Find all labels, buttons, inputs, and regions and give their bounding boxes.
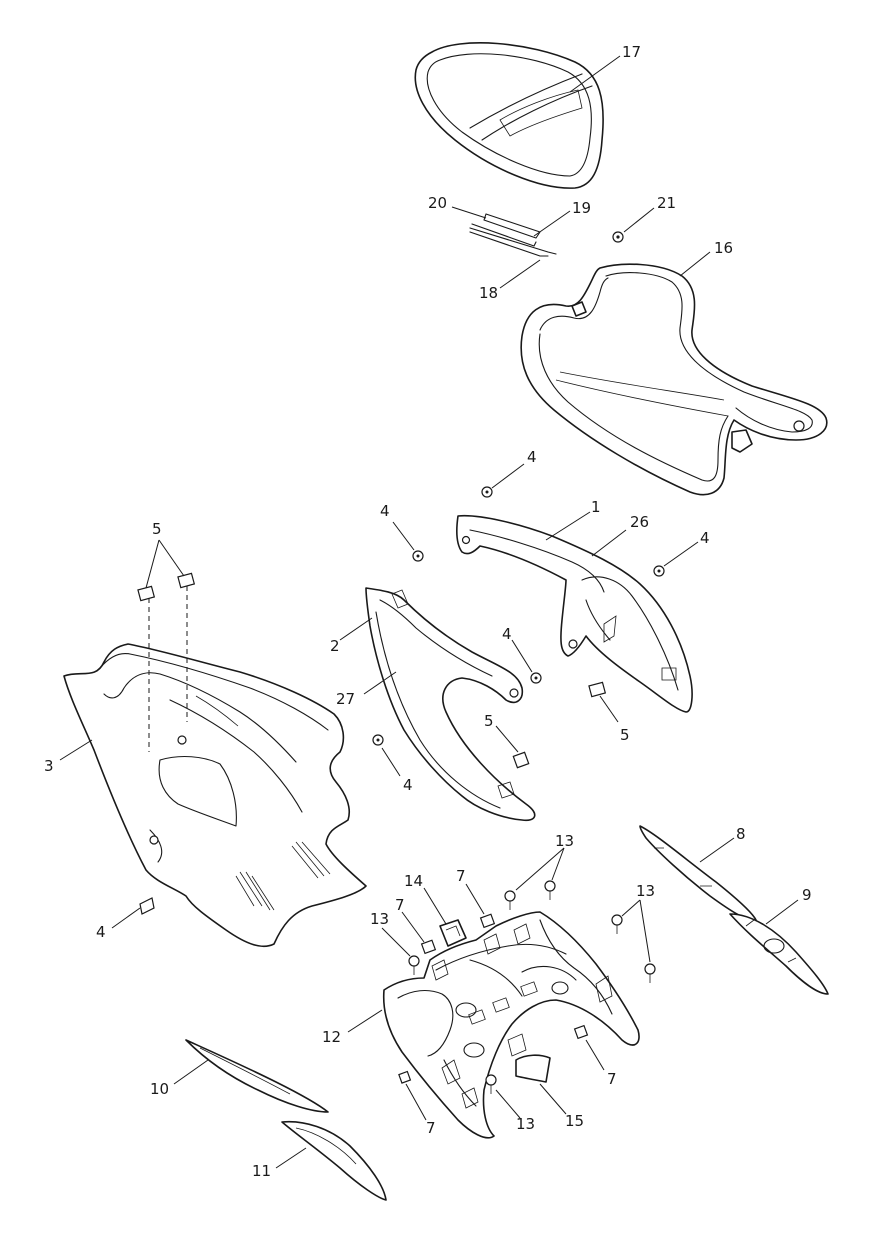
part-16-rider-seat[interactable] xyxy=(520,263,828,496)
callout-labels: 17 20 19 21 16 18 4 4 1 26 4 5 2 4 27 5 … xyxy=(44,43,812,1180)
callout-7-d: 7 xyxy=(426,1119,436,1137)
callout-1: 1 xyxy=(591,498,601,516)
callout-4-c: 4 xyxy=(700,529,710,547)
part-2-side-panel[interactable] xyxy=(365,587,536,822)
callout-9: 9 xyxy=(802,886,812,904)
callout-4-a: 4 xyxy=(527,448,537,466)
callout-16: 16 xyxy=(714,239,733,257)
leader-lines xyxy=(59,55,799,1169)
part-5-clips[interactable] xyxy=(137,572,607,769)
part-14-clip[interactable] xyxy=(439,919,467,947)
callout-27: 27 xyxy=(336,690,355,708)
callout-12: 12 xyxy=(322,1028,341,1046)
callout-4-e: 4 xyxy=(403,776,413,794)
callout-7-a: 7 xyxy=(456,867,466,885)
part-7-clips[interactable] xyxy=(398,913,589,1084)
part-18-19-20-hex-keys[interactable] xyxy=(469,213,557,257)
part-9-trim-panel[interactable] xyxy=(729,913,829,995)
part-17-pillion-seat[interactable] xyxy=(414,42,604,189)
callout-11: 11 xyxy=(252,1162,271,1180)
callout-13-d: 13 xyxy=(516,1115,535,1133)
callout-26: 26 xyxy=(630,513,649,531)
part-3-side-fairing[interactable] xyxy=(63,643,367,948)
part-12-undertray[interactable] xyxy=(382,911,640,1139)
callout-18: 18 xyxy=(479,284,498,302)
alignment-lines xyxy=(148,586,188,752)
callout-13-c: 13 xyxy=(370,910,389,928)
callout-3: 3 xyxy=(44,757,54,775)
callout-2: 2 xyxy=(330,637,340,655)
callout-13-b: 13 xyxy=(636,882,655,900)
callout-5-a: 5 xyxy=(152,520,162,538)
callout-10: 10 xyxy=(150,1080,169,1098)
callout-5-b: 5 xyxy=(484,712,494,730)
callout-4-d: 4 xyxy=(502,625,512,643)
callout-17: 17 xyxy=(622,43,641,61)
callout-13-a: 13 xyxy=(555,832,574,850)
part-13-bolts[interactable] xyxy=(408,880,656,1094)
part-11-lower-trim[interactable] xyxy=(281,1120,387,1201)
callout-15: 15 xyxy=(565,1112,584,1130)
callout-7-b: 7 xyxy=(395,896,405,914)
callout-4-b: 4 xyxy=(380,502,390,520)
part-21-screw[interactable] xyxy=(612,231,624,243)
part-4-fasteners[interactable] xyxy=(139,486,665,915)
part-1-rear-cowl[interactable] xyxy=(456,514,693,713)
callout-5-c: 5 xyxy=(620,726,630,744)
callout-21: 21 xyxy=(657,194,676,212)
part-10-lower-trim[interactable] xyxy=(185,1039,329,1113)
callout-20: 20 xyxy=(428,194,447,212)
part-15-pad[interactable] xyxy=(515,1054,551,1083)
callout-19: 19 xyxy=(572,199,591,217)
callout-7-c: 7 xyxy=(607,1070,617,1088)
callout-14: 14 xyxy=(404,872,423,890)
callout-4-f: 4 xyxy=(96,923,106,941)
callout-8: 8 xyxy=(736,825,746,843)
